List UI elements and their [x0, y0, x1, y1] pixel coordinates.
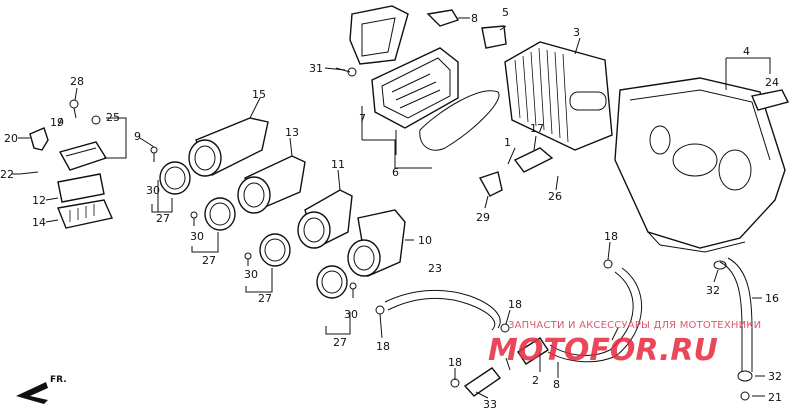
air-cleaner-cover [371, 47, 459, 129]
callout-5: 5 [502, 6, 509, 19]
drain-hose-23 [384, 289, 501, 331]
intake-boot-10 [347, 209, 406, 277]
callout-8b: 8 [553, 378, 560, 391]
callout-labels: 28 19 20 22 25 12 14 9 30 27 30 27 30 27… [0, 6, 782, 411]
callout-30d: 30 [344, 308, 358, 321]
air-cleaner-case [614, 77, 786, 253]
callout-30b: 30 [190, 230, 204, 243]
clamp-bands [159, 161, 348, 299]
callout-21: 19 [50, 116, 64, 129]
callout-18b: 18 [508, 298, 522, 311]
callout-27a: 27 [156, 212, 170, 225]
callout-3: 3 [573, 26, 580, 39]
callout-22: 22 [0, 168, 14, 181]
callout-8: 8 [471, 12, 478, 25]
cap-part [751, 89, 790, 111]
clip-part [426, 9, 460, 27]
breather-valve-assembly [19, 99, 113, 229]
callout-30a: 30 [146, 184, 160, 197]
intake-boot-14 [188, 117, 269, 177]
air-filter-element [504, 41, 613, 151]
callout-32b: 32 [768, 370, 782, 383]
tube-16 [719, 257, 753, 372]
callout-32a: 32 [706, 284, 720, 297]
drain-hose-34 [547, 267, 643, 363]
callout-15: 14 [32, 216, 46, 229]
bolt-parts [150, 146, 357, 298]
callout-12: 13 [285, 126, 299, 139]
front-marker-label: FR. [50, 375, 67, 385]
connector-29 [478, 171, 503, 197]
tube-33 [463, 367, 502, 397]
tube-2 [517, 337, 549, 365]
callout-10: 10 [418, 234, 432, 247]
callout-18c: 18 [376, 340, 390, 353]
callout-25: 25 [106, 111, 120, 124]
clip-19 [740, 391, 750, 401]
callout-18d: 18 [448, 356, 462, 369]
tube-17 [513, 147, 554, 173]
callout-24: 24 [765, 76, 779, 89]
clamp-32 [713, 260, 753, 382]
callout-18a: 18 [604, 230, 618, 243]
lid-part [349, 5, 409, 65]
callout-26: 26 [548, 190, 562, 203]
callout-29: 29 [476, 211, 490, 224]
callout-27b: 27 [202, 254, 216, 267]
callout-33: 33 [483, 398, 497, 411]
callout-6: 6 [392, 166, 399, 179]
callout-13: 12 [32, 194, 46, 207]
callout-19: 21 [768, 391, 782, 404]
callout-30c: 30 [244, 268, 258, 281]
arrow-icon [16, 382, 48, 404]
watermark-brand: MOTOFOR.RU [488, 333, 718, 368]
callout-17: 17 [530, 122, 544, 135]
callout-9: 9 [134, 130, 141, 143]
callout-27c: 27 [258, 292, 272, 305]
callout-1: 1 [504, 136, 511, 149]
callout-16: 16 [765, 292, 779, 305]
callout-4: 4 [743, 45, 750, 58]
callout-14: 15 [252, 88, 266, 101]
front-direction-arrow: FR. [16, 375, 67, 404]
callout-31: 31 [309, 62, 323, 75]
watermark-caption: ЗАПЧАСТИ И АКСЕССУАРЫ ДЛЯ МОТОТЕХНИКИ [508, 320, 761, 331]
callout-20: 20 [4, 132, 18, 145]
leader-lines [12, 17, 771, 399]
callout-2: 2 [532, 374, 539, 387]
callout-11: 11 [331, 158, 345, 171]
intake-boot-11 [297, 189, 353, 250]
callout-27d: 27 [333, 336, 347, 349]
callout-28: 28 [70, 75, 84, 88]
intake-boot-12 [237, 155, 306, 214]
pad-part [481, 25, 507, 49]
cover-seal [419, 90, 500, 151]
callout-7: 7 [359, 112, 366, 125]
watermark: ЗАПЧАСТИ И АКСЕССУАРЫ ДЛЯ МОТОТЕХНИКИ MO… [488, 320, 761, 368]
callout-23: 23 [428, 262, 442, 275]
